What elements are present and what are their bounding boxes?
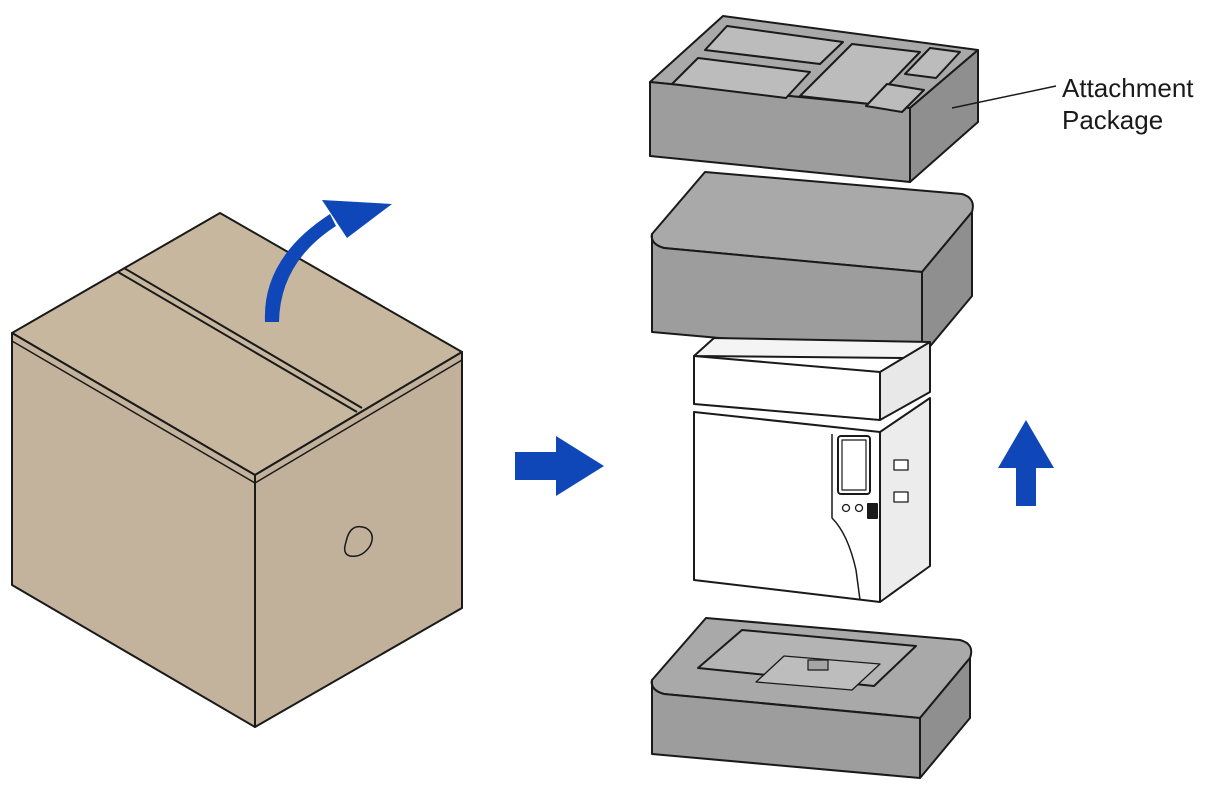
box-right-face — [254, 351, 463, 728]
compartment-1 — [704, 25, 844, 65]
box-edge-bevel-right — [254, 359, 463, 484]
device-right-lid — [879, 341, 931, 421]
callout-line-1: Attachment — [1062, 73, 1194, 103]
box-handle-hole — [343, 525, 373, 558]
tray-right-face — [919, 657, 971, 779]
device-screen-inner — [841, 439, 867, 491]
middle-foam-cap — [650, 171, 974, 357]
cap-right-face — [921, 211, 973, 357]
device-port — [867, 503, 878, 519]
callout-line-2: Package — [1062, 105, 1164, 135]
box-tape-seam-left — [117, 271, 358, 413]
device-unit — [693, 337, 931, 603]
attachment-package-foam — [649, 15, 1057, 183]
device-side-curve — [831, 434, 861, 601]
compartment-4 — [904, 47, 961, 79]
bottom-foam-tray — [650, 617, 973, 779]
right-arrow-icon — [515, 436, 604, 496]
device-button-right — [854, 503, 864, 513]
attachment-package-label: Attachment Package — [1062, 72, 1194, 136]
up-arrow-icon — [998, 420, 1054, 506]
box-tape-seam-right — [123, 267, 363, 409]
compartment-2 — [671, 57, 811, 99]
compartment-3 — [799, 43, 921, 105]
device-button-left — [841, 503, 851, 513]
box-edge-bevel — [11, 340, 256, 484]
callout-leader — [951, 85, 1057, 109]
tray-cavity-floor — [755, 655, 881, 691]
device-vent-1 — [893, 459, 909, 471]
tray-slot — [807, 659, 829, 671]
device-vent-2 — [893, 491, 909, 503]
device-front-lid — [693, 355, 881, 421]
cardboard-box — [11, 212, 463, 728]
device-top — [693, 337, 931, 359]
curved-arrow-icon — [264, 200, 392, 322]
foam-right-face — [909, 49, 979, 183]
compartment-5 — [865, 83, 925, 113]
